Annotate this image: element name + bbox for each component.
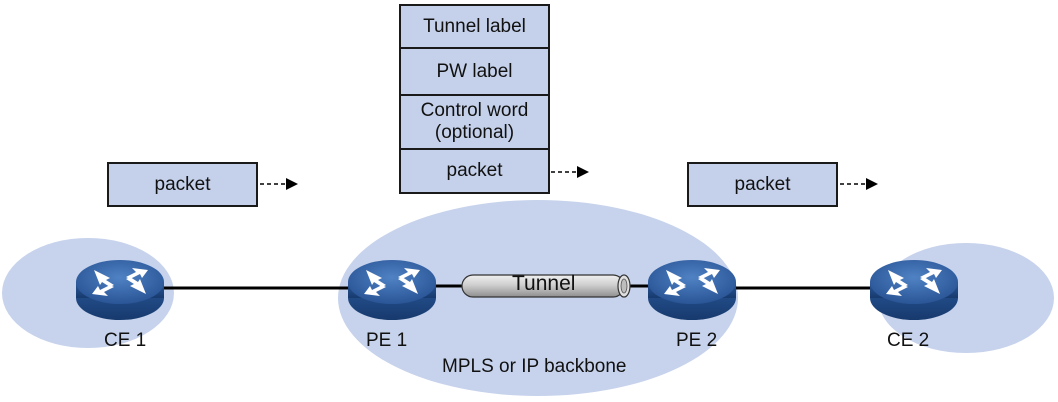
ce1-router-icon[interactable] bbox=[76, 260, 164, 320]
pe1-router-icon[interactable] bbox=[348, 260, 436, 320]
header-pw-label: PW label bbox=[399, 47, 550, 96]
header-packet: packet bbox=[399, 148, 550, 194]
ce2-label: CE 2 bbox=[887, 330, 930, 351]
packet-right: packet bbox=[687, 162, 838, 207]
tunnel-label: Tunnel bbox=[512, 272, 576, 295]
forward-arrow-middle bbox=[551, 166, 589, 178]
forward-arrow-left bbox=[260, 178, 298, 190]
pe1-label: PE 1 bbox=[366, 330, 408, 351]
header-tunnel-label: Tunnel label bbox=[399, 4, 550, 49]
packet-left: packet bbox=[107, 162, 258, 207]
ce2-router-icon[interactable] bbox=[870, 260, 958, 320]
pe2-router-icon[interactable] bbox=[648, 260, 736, 320]
tunnel-icon bbox=[461, 274, 631, 298]
ce1-label: CE 1 bbox=[104, 330, 147, 351]
forward-arrow-right bbox=[840, 178, 878, 190]
backbone-label: MPLS or IP backbone bbox=[442, 356, 627, 377]
header-control-word: Control word (optional) bbox=[399, 94, 550, 150]
backbone-cloud bbox=[338, 200, 738, 396]
pe2-label: PE 2 bbox=[676, 330, 718, 351]
